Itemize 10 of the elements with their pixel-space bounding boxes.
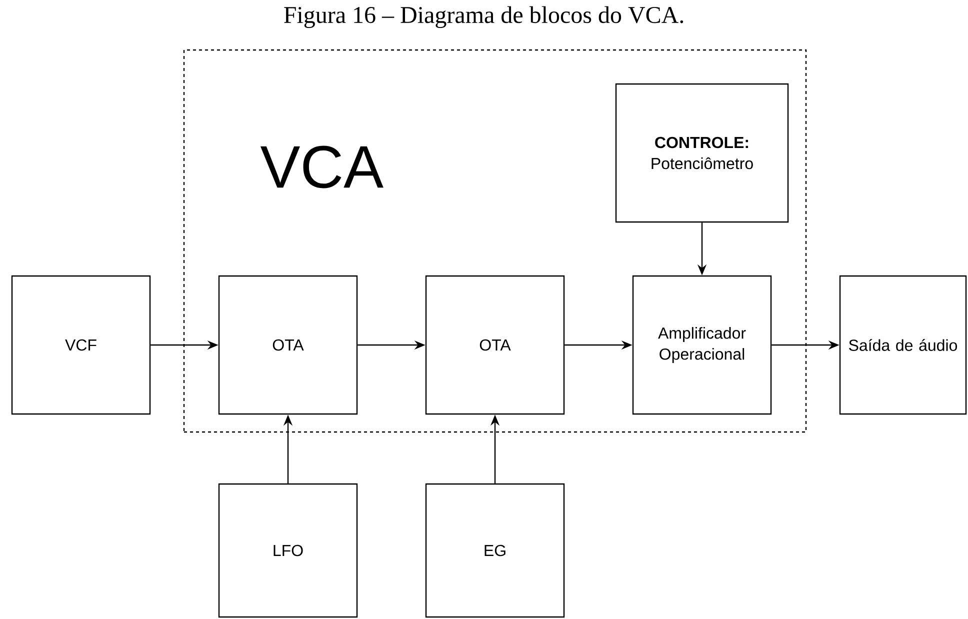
block-box: OTA bbox=[218, 275, 358, 415]
block-box: EG bbox=[425, 483, 565, 618]
block-box: Amplificador Operacional bbox=[632, 275, 772, 415]
figure-title: Figura 16 – Diagrama de blocos do VCA. bbox=[284, 6, 684, 28]
block-box: CONTROLE: Potenciômetro bbox=[615, 83, 789, 223]
block-box: LFO bbox=[218, 483, 358, 618]
block-box: VCF bbox=[11, 275, 151, 415]
block-box: OTA bbox=[425, 275, 565, 415]
block-box: Saída de áudio bbox=[839, 275, 967, 415]
group-title: VCA bbox=[260, 146, 384, 188]
